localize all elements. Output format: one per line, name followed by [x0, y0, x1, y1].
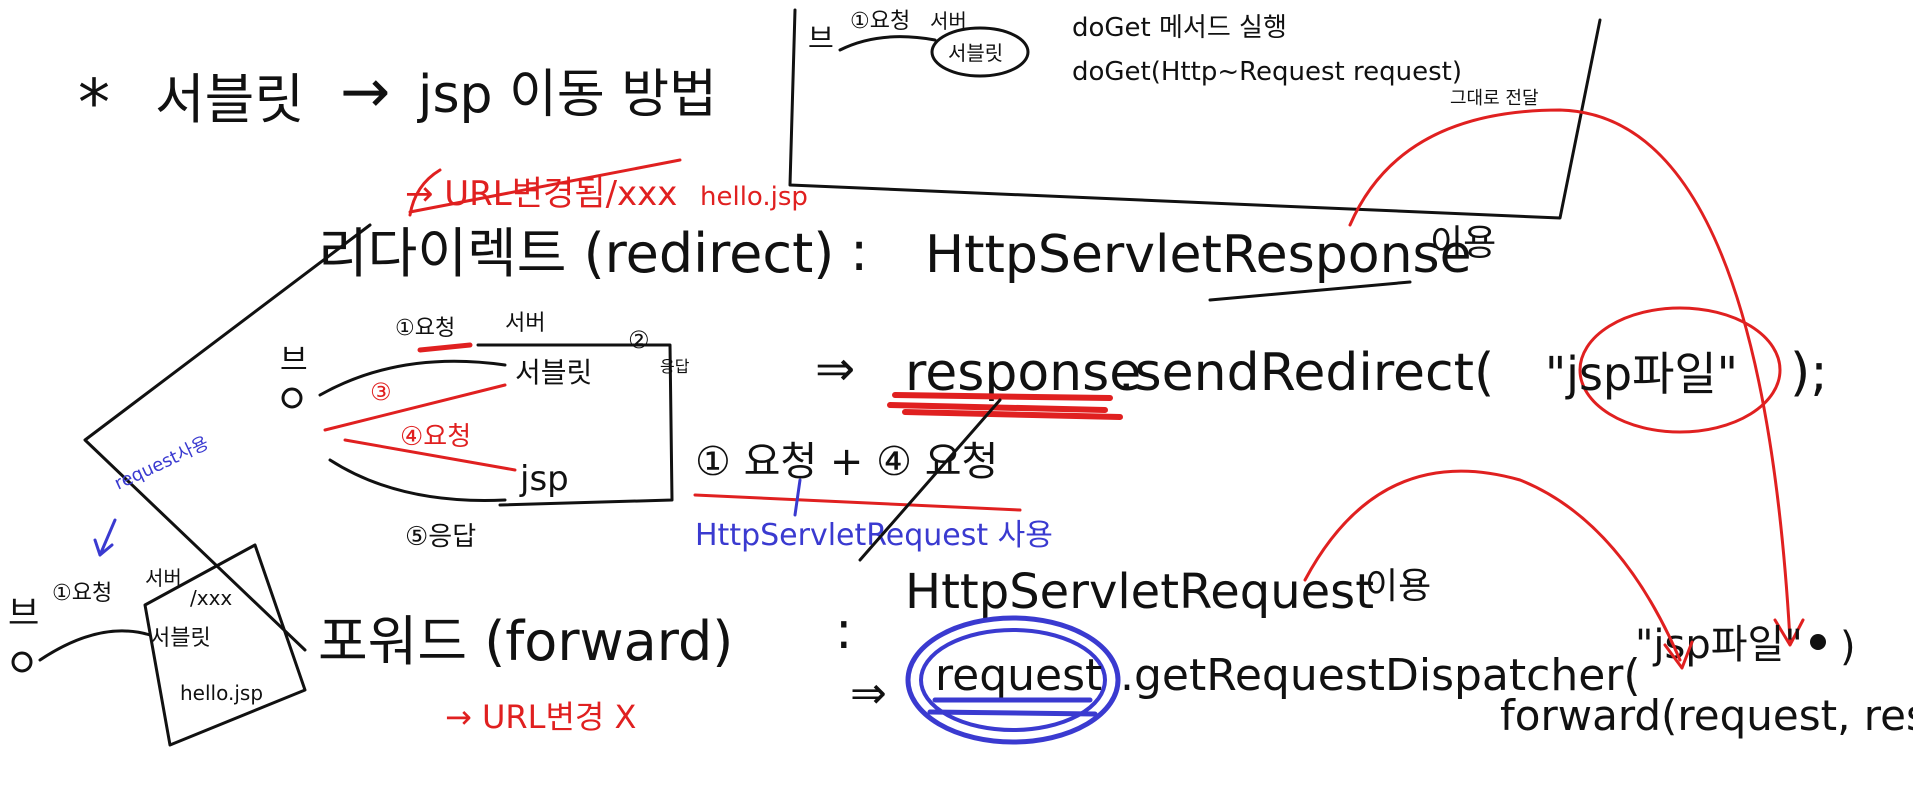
heading-arrow: →	[340, 57, 390, 127]
forward-box-hello: hello.jsp	[180, 681, 263, 705]
top-note-bracket	[788, 8, 1602, 220]
flow-server-box	[476, 343, 674, 507]
redirect-to-forward-arrowhead	[1773, 618, 1805, 647]
forward-use: 이용	[1365, 566, 1431, 607]
flow-jsp: jsp	[519, 459, 569, 499]
redirect-code-end: );	[1790, 343, 1828, 403]
forward-step1: ①요청	[52, 581, 112, 606]
flow-step2-note: 응답	[660, 357, 690, 376]
flow-response-curve	[328, 458, 507, 502]
flow-diag-line	[858, 398, 1002, 562]
redirect-to-forward-arrow	[1348, 108, 1792, 642]
flow-browser: 브	[280, 343, 308, 378]
forward-code-object: request	[935, 650, 1102, 701]
request-blue-circle-inner	[919, 628, 1107, 732]
redirect-section: → URL변경됨/xxx hello.jsp 리다이렉트 (redirect) …	[318, 108, 1828, 647]
left-bracket	[83, 223, 372, 652]
request-to-forward-arrow	[1303, 469, 1682, 662]
forward-request-curve	[38, 629, 152, 662]
forward-label: 포워드 (forward)	[318, 610, 733, 673]
top-note-servlet: 서블릿	[948, 41, 1003, 65]
flow-step3: ③	[370, 378, 392, 406]
top-note: 브 ①요청 서버 서블릿 doGet 메서드 실행 doGet(Http~Req…	[788, 8, 1602, 220]
flow-red-mark	[417, 342, 473, 353]
redirect-code-prefix: ⇒	[815, 341, 855, 397]
forward-class-name: HttpServletRequest	[905, 564, 1374, 620]
flow-request-curve	[318, 359, 507, 397]
forward-browser: 브	[8, 594, 39, 634]
flow-request-note: request사용	[111, 433, 212, 495]
forward-dot	[1810, 634, 1826, 650]
flow-step4: ④요청	[400, 422, 471, 452]
heading: * 서블릿 → jsp 이동 방법	[78, 57, 717, 141]
forward-server: 서버	[145, 566, 182, 590]
heading-jsp-move: jsp 이동 방법	[417, 65, 717, 125]
flow-step2: ②	[628, 326, 650, 354]
flow-step5: ⑤응답	[405, 522, 476, 552]
forward-colon: :	[835, 601, 853, 661]
flow-step4-arrow	[343, 438, 517, 472]
url-note-arrow	[408, 168, 442, 217]
flow-request-count-underline	[693, 493, 1022, 512]
redirect-code-arg: "jsp파일"	[1545, 347, 1738, 401]
top-note-arrow	[838, 35, 937, 52]
url-note-underline	[408, 158, 682, 214]
top-note-line2: doGet(Http~Request request)	[1072, 57, 1462, 87]
flow-request-object-note: HttpServletRequest 사용	[695, 518, 1053, 553]
flow-step3-arrow	[323, 383, 507, 432]
top-note-line2-note: 그대로 전달	[1450, 88, 1539, 109]
forward-box-servlet: 서블릿	[150, 626, 211, 651]
request-blue-underline	[927, 697, 1098, 717]
forward-section: 브 ①요청 서버 /xxx 서블릿 hello.jsp 포워드 (forward…	[8, 469, 1913, 747]
heading-star: *	[78, 67, 110, 141]
redirect-code-call: .sendRedirect(	[1118, 343, 1494, 403]
forward-code-call: .getRequestDispatcher(	[1120, 650, 1641, 701]
heading-servlet: 서블릿	[155, 68, 304, 131]
redirect-use: 이용	[1430, 223, 1496, 264]
top-note-step1: ①요청	[850, 9, 910, 34]
redirect-colon: :	[850, 220, 868, 283]
response-red-underline	[887, 392, 1123, 420]
forward-box-xxx: /xxx	[190, 586, 232, 610]
jsp-file-circle	[1578, 306, 1782, 434]
request-blue-circle	[905, 615, 1121, 745]
forward-code-prefix: ⇒	[850, 668, 887, 719]
flow-blue-arrow-down	[793, 478, 802, 517]
redirect-class-name: HttpServletResponse	[925, 225, 1472, 285]
forward-code-arg: "jsp파일"	[1635, 622, 1803, 668]
request-to-forward-arrowhead	[1663, 640, 1694, 670]
flow-server: 서버	[505, 311, 545, 336]
forward-code-end: )	[1840, 624, 1856, 670]
flow-browser-head	[281, 387, 303, 409]
redirect-url-change-note: → URL변경됨/xxx	[405, 174, 677, 214]
redirect-label: 리다이렉트 (redirect)	[318, 222, 834, 285]
forward-browser-head	[11, 651, 33, 673]
forward-url-note: → URL변경 X	[445, 698, 636, 736]
forward-call: forward(request, response);	[1500, 691, 1913, 740]
response-underline	[1208, 280, 1412, 302]
flow-blue-arrow	[93, 518, 117, 557]
flow-servlet: 서블릿	[515, 356, 592, 389]
forward-server-box	[143, 543, 307, 747]
flow-request-count: ① 요청 + ④ 요청	[695, 439, 998, 485]
flow-step1: ①요청	[395, 316, 455, 341]
top-note-browser: 브	[808, 22, 834, 55]
redirect-hello-jsp-note: hello.jsp	[700, 182, 808, 212]
top-note-line1: doGet 메서드 실행	[1072, 13, 1287, 43]
top-note-servlet-circle	[930, 26, 1030, 78]
